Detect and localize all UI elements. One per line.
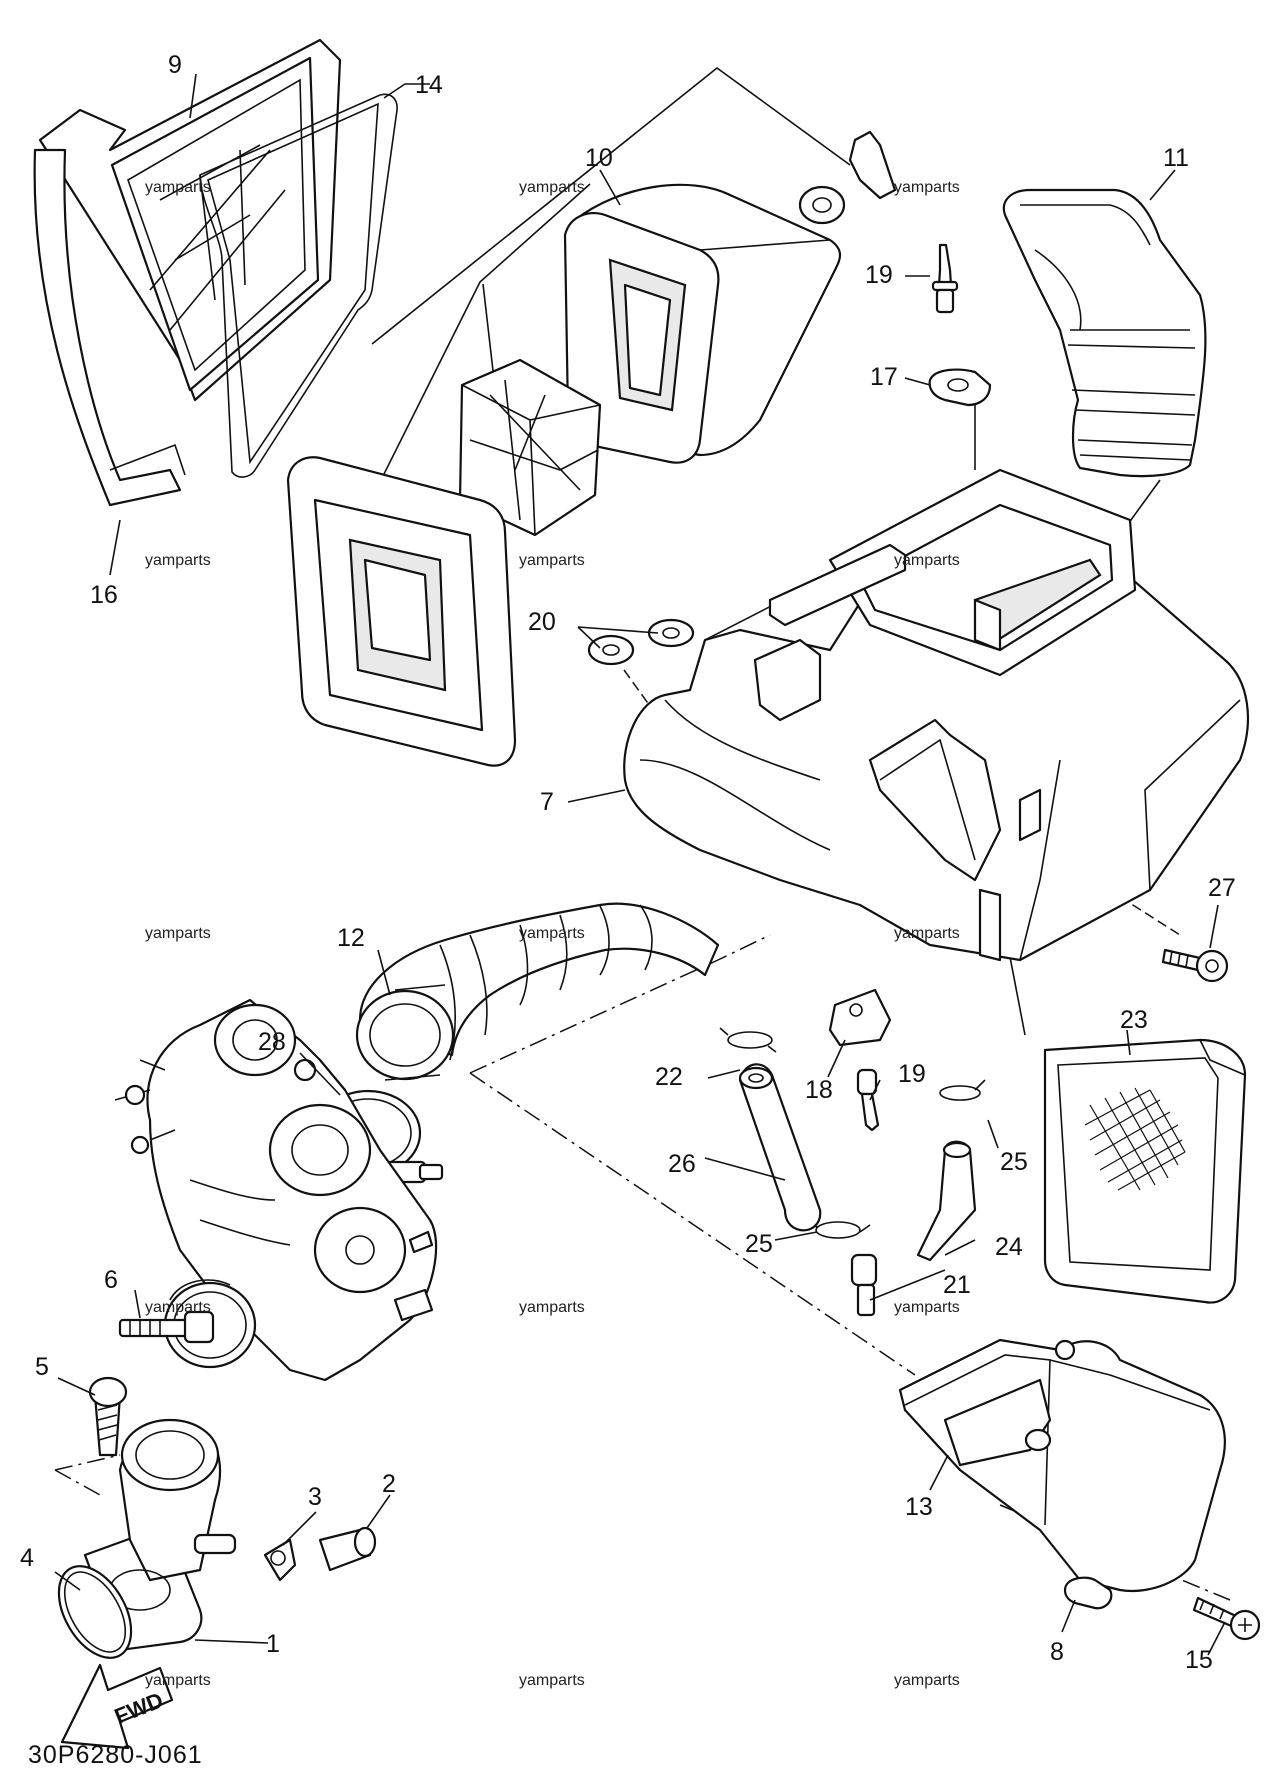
callout-1: 1: [266, 1630, 280, 1658]
callout-13: 13: [905, 1493, 933, 1521]
callout-21: 21: [943, 1271, 971, 1299]
callout-20: 20: [528, 608, 556, 636]
part-21-plug: [850, 1253, 878, 1317]
callout-5: 5: [35, 1353, 49, 1381]
part-22-clip: [719, 1027, 777, 1053]
callout-25-right: 25: [1000, 1148, 1028, 1176]
part-6-bolt: [118, 1310, 215, 1344]
watermark: yamparts: [519, 925, 585, 942]
callout-25-lower: 25: [745, 1230, 773, 1258]
callout-17: 17: [870, 363, 898, 391]
callout-16: 16: [90, 581, 118, 609]
watermark: yamparts: [145, 925, 211, 942]
callout-11: 11: [1163, 144, 1189, 172]
watermark: yamparts: [894, 179, 960, 196]
callout-19-lower: 19: [898, 1060, 926, 1088]
part-26-hose: [738, 1063, 822, 1232]
callout-6: 6: [104, 1266, 118, 1294]
callout-4: 4: [20, 1544, 34, 1572]
part-5-bolt: [88, 1376, 128, 1457]
callout-leaders: [54, 73, 1226, 1656]
callout-19-upper: 19: [865, 261, 893, 289]
part-17-grommet: [928, 368, 992, 407]
part-25-clip-right: [939, 1079, 986, 1101]
part-15-screw: [1192, 1596, 1261, 1641]
callout-3: 3: [308, 1483, 322, 1511]
watermark: yamparts: [145, 552, 211, 569]
watermark: yamparts: [145, 1299, 211, 1316]
watermark: yamparts: [519, 552, 585, 569]
watermark: yamparts: [894, 552, 960, 569]
callout-10: 10: [585, 144, 613, 172]
callout-7: 7: [540, 788, 554, 816]
part-3-clip: [263, 1538, 297, 1582]
part-7-airbox-case: [623, 468, 1250, 962]
part-19-rivet-lower: [856, 1068, 880, 1132]
watermarks: yamparts yamparts yamparts yamparts yamp…: [145, 179, 960, 1689]
watermark: yamparts: [894, 925, 960, 942]
callout-12: 12: [337, 924, 365, 952]
callout-26: 26: [668, 1150, 696, 1178]
callout-2: 2: [382, 1470, 396, 1498]
part-code: 30P6280-J061: [28, 1741, 203, 1769]
part-12-intake-joint: [355, 902, 720, 1081]
watermark: yamparts: [894, 1299, 960, 1316]
part-13-duct: [898, 1338, 1226, 1593]
part-14-seal: [199, 93, 398, 478]
watermark: yamparts: [519, 1299, 585, 1316]
filter-seal-plate: [286, 456, 517, 767]
watermark: yamparts: [519, 179, 585, 196]
watermark: yamparts: [145, 179, 211, 196]
part-24-drain: [916, 1140, 977, 1262]
watermark: yamparts: [145, 1672, 211, 1689]
part-2-cap: [318, 1526, 377, 1572]
screen-mesh: [1084, 1087, 1186, 1191]
watermark: yamparts: [519, 1672, 585, 1689]
callout-labels: 1 2 3 4 5 6 7 8 9 10 11 12 13 14 15 16 1…: [20, 51, 1236, 1674]
part-19-rivet-upper: [931, 243, 959, 314]
part-9-airbox-cover: [33, 38, 342, 507]
callout-27: 27: [1208, 874, 1236, 902]
callout-8: 8: [1050, 1638, 1064, 1666]
callout-28: 28: [258, 1028, 286, 1056]
part-11-intake-duct: [1002, 188, 1207, 478]
callout-14: 14: [415, 71, 443, 99]
part-20-grommets: [587, 618, 695, 666]
part-27-bolt: [1161, 948, 1229, 983]
part-10-filter-element: [563, 183, 842, 464]
part-23-screen: [1043, 1038, 1247, 1304]
watermark: yamparts: [894, 1672, 960, 1689]
callout-15: 15: [1185, 1646, 1213, 1674]
part-8-grommet: [1063, 1576, 1113, 1610]
callout-22: 22: [655, 1063, 683, 1091]
top-clip: [798, 130, 897, 225]
part-4-o-ring: [57, 1565, 133, 1659]
callout-24: 24: [995, 1233, 1023, 1261]
callout-9: 9: [168, 51, 182, 79]
callout-23: 23: [1120, 1006, 1148, 1034]
part-18-bracket: [828, 988, 892, 1047]
callout-18: 18: [805, 1076, 833, 1104]
